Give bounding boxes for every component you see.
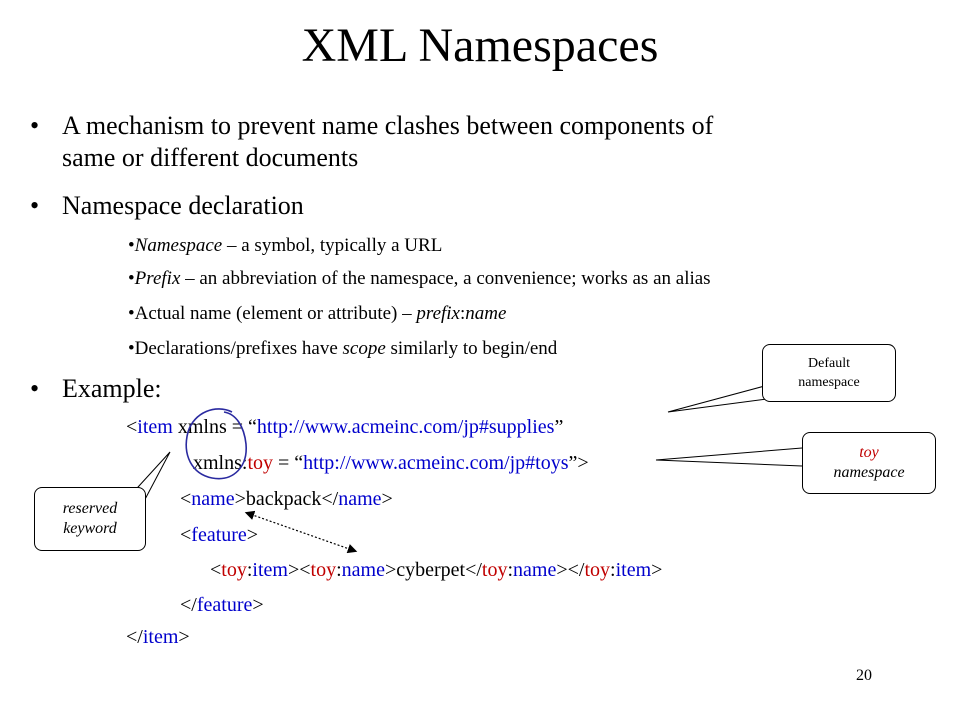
code-tag: name xyxy=(513,559,557,581)
page-number: 20 xyxy=(856,667,872,684)
code-tag: item xyxy=(137,416,173,438)
code-url: http://www.acmeinc.com/jp#toys xyxy=(303,452,569,474)
bullet-dot: • xyxy=(30,111,40,140)
dotted-arrow xyxy=(244,510,358,554)
code-prefix: toy xyxy=(221,559,247,581)
term-name-part: name xyxy=(465,303,507,324)
code-prefix: toy xyxy=(584,559,611,581)
slide-title: XML Namespaces xyxy=(301,19,659,72)
term-namespace: Namespace xyxy=(134,235,223,256)
sub-bullet-dot: • xyxy=(128,338,135,359)
code-line-item-close: </item> xyxy=(126,626,190,649)
bullet-dot: • xyxy=(30,374,40,403)
code-punct: = “ xyxy=(273,452,304,474)
term-prefix: Prefix xyxy=(134,268,181,289)
code-line-xmlns-toy: xmlns:toy = “http://www.acmeinc.com/jp#t… xyxy=(193,452,589,475)
code-punct: < xyxy=(180,524,192,546)
bullet-text-mechanism-line2: same or different documents xyxy=(62,143,359,172)
code-text: >backpack</ xyxy=(234,488,339,510)
sub-bullet-text: – an abbreviation of the namespace, a co… xyxy=(180,268,711,289)
code-punct: ></ xyxy=(556,559,585,581)
code-punct: > xyxy=(651,559,663,581)
callout-text: Default xyxy=(808,356,850,371)
sub-bullet-dot: • xyxy=(128,303,135,324)
code-tag: item xyxy=(252,559,288,581)
sub-bullet-text: Declarations/prefixes have xyxy=(134,338,343,359)
code-line-name: <name>backpack</name> xyxy=(180,488,393,511)
code-tag: item xyxy=(615,559,652,581)
code-punct: : xyxy=(246,559,253,581)
bullet-text-example: Example: xyxy=(62,374,162,403)
code-punct: ”> xyxy=(568,452,589,474)
callout-default-namespace: Default namespace xyxy=(762,344,896,402)
callout-pointer-toy xyxy=(655,447,803,467)
callout-text: reserved xyxy=(62,500,118,517)
code-tag: name xyxy=(341,559,385,581)
code-url: http://www.acmeinc.com/jp#supplies xyxy=(256,416,555,438)
term-prefix-part: prefix xyxy=(416,303,460,324)
code-prefix: toy xyxy=(481,559,508,581)
sub-bullet-scope: •Declarations/prefixes have scope simila… xyxy=(128,338,557,360)
sub-bullet-actual-name: •Actual name (element or attribute) – pr… xyxy=(128,303,506,325)
sub-bullet-namespace: •Namespace – a symbol, typically a URL xyxy=(128,235,442,257)
bullet-dot: • xyxy=(30,191,40,220)
sub-bullet-prefix: •Prefix – an abbreviation of the namespa… xyxy=(128,268,711,290)
code-tag: item xyxy=(142,626,179,648)
callout-text: namespace xyxy=(833,464,905,481)
bullet-text-declaration: Namespace declaration xyxy=(62,191,304,220)
callout-text: keyword xyxy=(63,520,117,537)
code-line-toy-item: <toy:item><toy:name>cyberpet</toy:name><… xyxy=(210,559,662,582)
term-scope: scope xyxy=(342,338,386,359)
code-punct: </ xyxy=(126,626,143,648)
code-punct: ” xyxy=(554,416,564,438)
code-punct: < xyxy=(180,488,192,510)
code-tag: name xyxy=(191,488,235,510)
code-text: >cyberpet</ xyxy=(384,559,482,581)
code-punct: : xyxy=(610,559,616,581)
highlight-circle xyxy=(185,408,247,480)
code-tag: name xyxy=(338,488,382,510)
sub-bullet-text: – a symbol, typically a URL xyxy=(222,235,443,256)
code-prefix: toy xyxy=(247,452,274,474)
sub-bullet-text: Actual name (element or attribute) – xyxy=(134,303,417,324)
callout-toy-namespace: toy namespace xyxy=(802,432,936,494)
code-tag: feature xyxy=(191,524,247,546)
colon: : xyxy=(460,303,466,324)
callout-pointer-default xyxy=(667,383,791,413)
callout-text: namespace xyxy=(798,375,860,390)
code-tag: feature xyxy=(196,594,253,616)
callout-reserved-keyword: reserved keyword xyxy=(34,487,146,551)
code-punct: < xyxy=(126,416,138,438)
sub-bullet-dot: • xyxy=(128,235,135,256)
code-line-item-open: <item xmlns = “http://www.acmeinc.com/jp… xyxy=(126,416,563,439)
code-prefix: toy xyxy=(310,559,337,581)
code-punct: < xyxy=(210,559,222,581)
code-line-feature-close: </feature> xyxy=(180,594,264,617)
code-punct: > xyxy=(381,488,393,510)
code-punct: : xyxy=(336,559,342,581)
sub-bullet-dot: • xyxy=(128,268,135,289)
code-punct: >< xyxy=(287,559,311,581)
code-punct: > xyxy=(252,594,264,616)
code-punct: </ xyxy=(180,594,197,616)
bullet-text-mechanism-line1: A mechanism to prevent name clashes betw… xyxy=(62,111,714,140)
code-attr: xmlns = “ xyxy=(172,416,257,438)
sub-bullet-text: similarly to begin/end xyxy=(385,338,558,359)
code-punct: : xyxy=(507,559,514,581)
code-punct: > xyxy=(178,626,190,648)
callout-text-toy: toy xyxy=(859,444,879,461)
code-attr: xmlns: xyxy=(193,452,248,474)
